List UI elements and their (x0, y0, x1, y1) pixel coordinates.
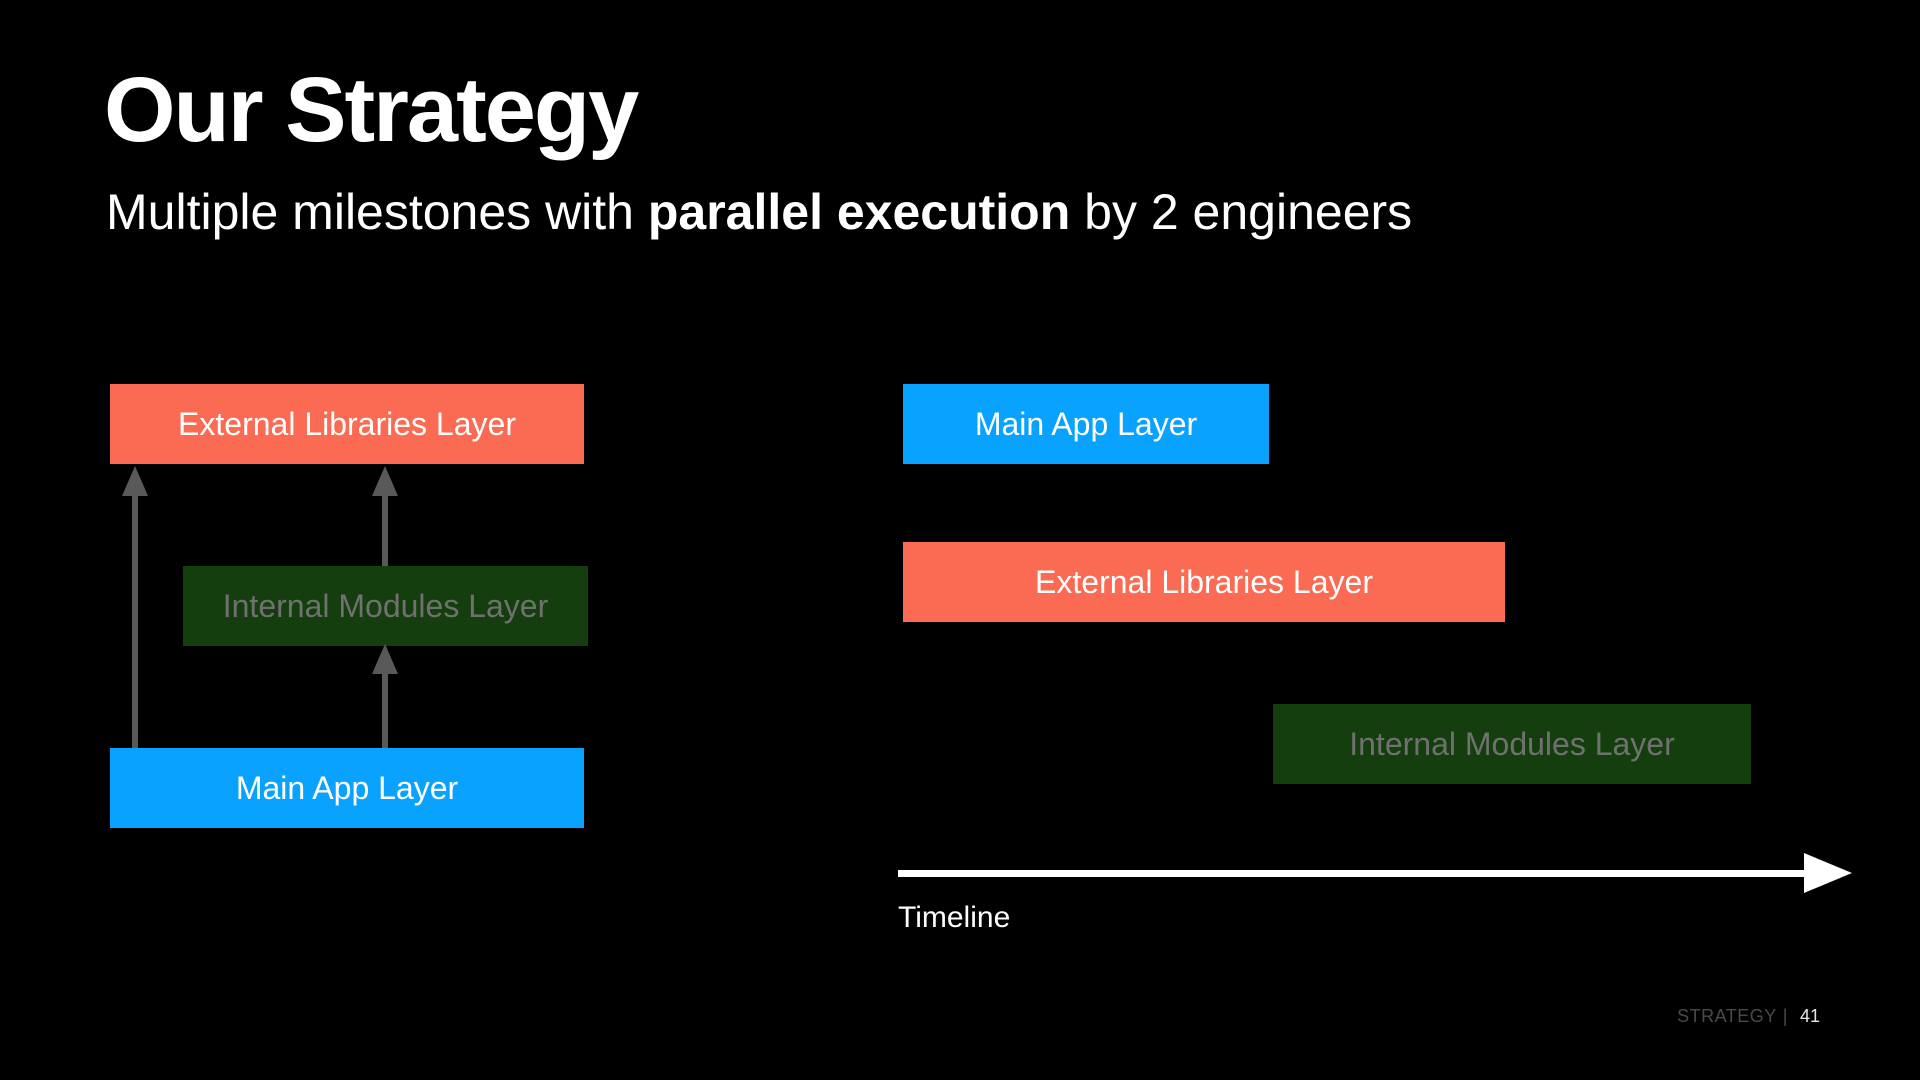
main-app-box: Main App Layer (110, 748, 584, 828)
slide-subtitle: Multiple milestones with parallel execut… (106, 183, 1412, 241)
arrow-main-to-internal-head-icon (372, 644, 398, 674)
slide-footer: STRATEGY| 41 (1677, 1006, 1820, 1027)
arrow-main-to-external-line (132, 492, 138, 748)
footer-section-label: STRATEGY (1677, 1006, 1777, 1026)
arrow-internal-to-external-line (382, 492, 388, 566)
timeline-arrowhead-icon (1804, 853, 1852, 893)
footer-page-number: 41 (1799, 1006, 1820, 1026)
arrow-internal-to-external-head-icon (372, 466, 398, 496)
arrow-main-to-internal-line (382, 670, 388, 748)
internal-modules-bar: Internal Modules Layer (1273, 704, 1751, 784)
internal-modules-box: Internal Modules Layer (183, 566, 588, 646)
external-libraries-box: External Libraries Layer (110, 384, 584, 464)
subtitle-prefix: Multiple milestones with (106, 184, 648, 240)
timeline-axis-label: Timeline (898, 901, 1011, 934)
subtitle-suffix: by 2 engineers (1070, 184, 1413, 240)
subtitle-bold-phrase: parallel execution (647, 184, 1071, 240)
main-app-bar: Main App Layer (903, 384, 1269, 464)
external-libraries-bar: External Libraries Layer (903, 542, 1505, 622)
timeline-axis-line (898, 870, 1805, 877)
footer-divider: | (1782, 1006, 1788, 1026)
arrow-main-to-external-head-icon (122, 466, 148, 496)
slide-title: Our Strategy (104, 59, 639, 161)
